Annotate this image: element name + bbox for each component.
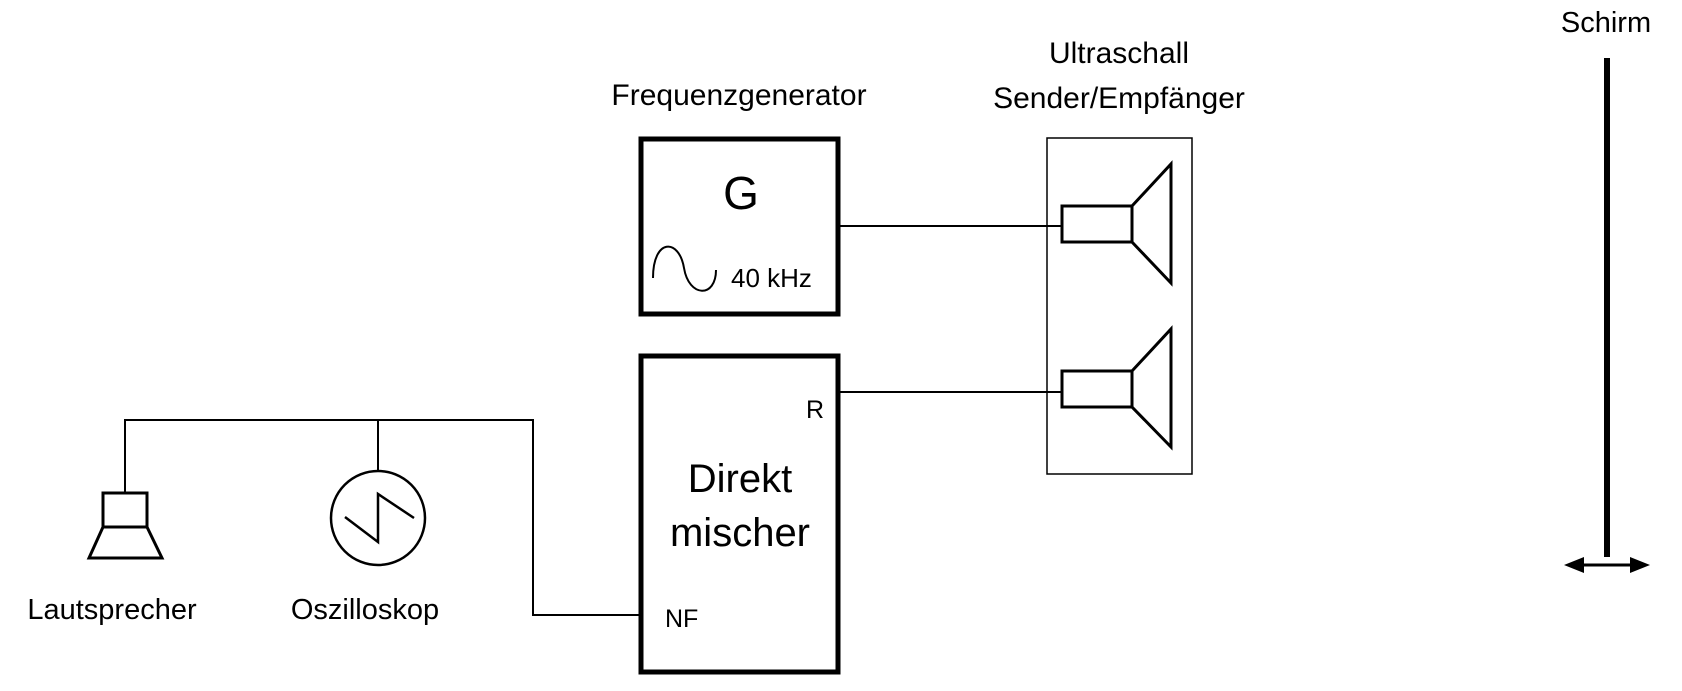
ultrasonic-housing bbox=[1046, 137, 1193, 475]
speaker-label: Lautsprecher bbox=[27, 594, 197, 626]
ultrasonic-label-line1: Ultraschall bbox=[1049, 37, 1189, 70]
receiver-icon bbox=[1060, 325, 1173, 451]
speaker: Lautsprecher bbox=[27, 491, 197, 626]
mixer-label-line1: Direkt bbox=[688, 457, 792, 501]
mixer-label-line2: mischer bbox=[670, 511, 810, 555]
speaker-icon bbox=[86, 491, 165, 560]
transmitter-icon bbox=[1060, 160, 1173, 287]
mixer-port-r: R bbox=[806, 396, 824, 424]
frequency-generator: Frequenzgenerator G 40 kHz bbox=[611, 79, 867, 317]
oscilloscope-label: Oszilloskop bbox=[291, 594, 439, 626]
ultrasonic-unit: Ultraschall Sender/Empfänger bbox=[993, 37, 1245, 475]
oscilloscope: Oszilloskop bbox=[291, 469, 439, 626]
direct-mixer: R Direkt mischer NF bbox=[638, 353, 841, 675]
mixer-port-nf: NF bbox=[665, 605, 698, 633]
generator-symbol: G bbox=[723, 167, 759, 219]
ultrasonic-label-line2: Sender/Empfänger bbox=[993, 82, 1245, 115]
wire-nf-output bbox=[124, 419, 641, 616]
frequency-generator-label: Frequenzgenerator bbox=[611, 79, 866, 112]
direct-mixer-box bbox=[638, 353, 841, 675]
screen: Schirm bbox=[1561, 7, 1651, 573]
sine-wave-icon bbox=[652, 245, 717, 292]
screen-label: Schirm bbox=[1561, 7, 1651, 39]
double-arrow-icon[interactable] bbox=[1564, 557, 1650, 573]
frequency-generator-box bbox=[638, 136, 841, 317]
oscilloscope-icon bbox=[329, 469, 427, 567]
generator-frequency: 40 kHz bbox=[731, 263, 812, 293]
